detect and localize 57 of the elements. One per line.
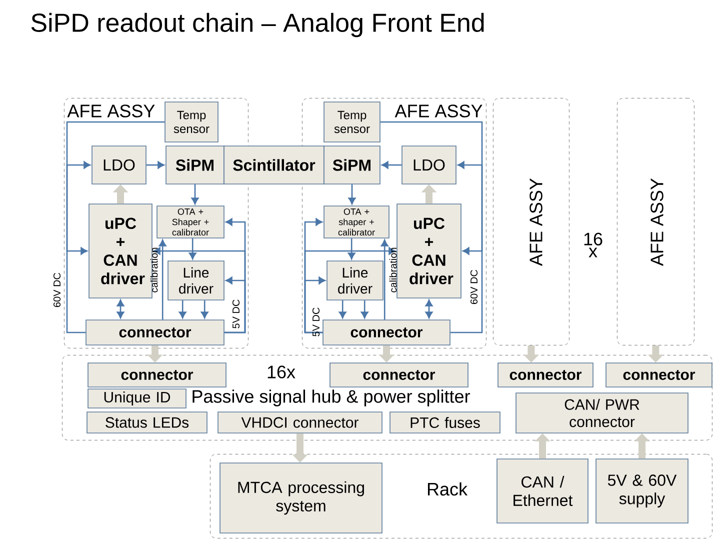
annotation-label: 16 x [584,232,602,258]
block-box: CAN/ PWR connector [516,392,688,434]
block-box: LDO [402,146,456,184]
block-box: PTC fuses [390,412,500,434]
arrow [154,247,246,334]
arrow [348,238,356,260]
assembly-frame: AFE ASSY [617,98,694,346]
assembly-frame: AFE ASSY [493,98,570,346]
annotation-label: 60V DC [470,270,478,304]
slide-title: SiPD readout chain – Analog Front End [31,12,484,38]
arrow [66,121,165,255]
block-box: 5V & 60V supply [596,458,688,524]
block-box: SiPM [166,146,224,184]
arrow [382,161,402,169]
block-box: connector [606,362,712,388]
block-box: Unique ID [88,388,186,408]
block-box: Scintillator [224,146,324,184]
arrow [380,240,388,320]
block-box: connector [322,320,450,346]
block-box: LDO [92,146,146,184]
block-box: connector [498,362,594,388]
arrow [450,161,483,334]
annotation-label: 60V DC [53,272,61,307]
arrow [66,161,90,334]
arrow [158,240,166,320]
arrow [116,300,124,318]
arrow [200,300,208,318]
block-box: Line driver [326,260,384,300]
arrow [338,300,346,318]
block-box: OTA + Shaper + calibrator [156,206,224,238]
block-box: Temp sensor [164,102,218,142]
block-box: connector [86,320,224,346]
block-box: connector [330,362,468,388]
arrow [380,121,483,255]
annotation-label: calibration [150,248,158,292]
annotation-label: calibration [389,248,397,292]
annotation-label: 5V DC [232,300,240,328]
block-box: SiPM [324,146,380,184]
block-box: MTCA processing system [220,462,382,534]
block-box: VHDCI connector [218,412,382,434]
arrow [425,300,433,318]
block-box: uPC + CAN driver [396,204,462,298]
block-box: connector [88,362,226,388]
arrow [304,247,396,334]
arrow [146,161,164,169]
arrow [360,300,368,318]
annotation-label: 16x [268,366,296,378]
block-box: Line driver [168,260,224,300]
arrow [191,184,199,204]
block-box: CAN / Ethernet [496,458,588,524]
annotation-label: 5V DC [312,308,320,336]
block-box: Status LEDs [86,412,208,434]
arrow [178,300,186,318]
block-box: OTA + shaper + calibrator [324,206,390,238]
arrow [188,238,196,260]
block-box: Temp sensor [324,102,380,142]
arrow [348,184,356,204]
